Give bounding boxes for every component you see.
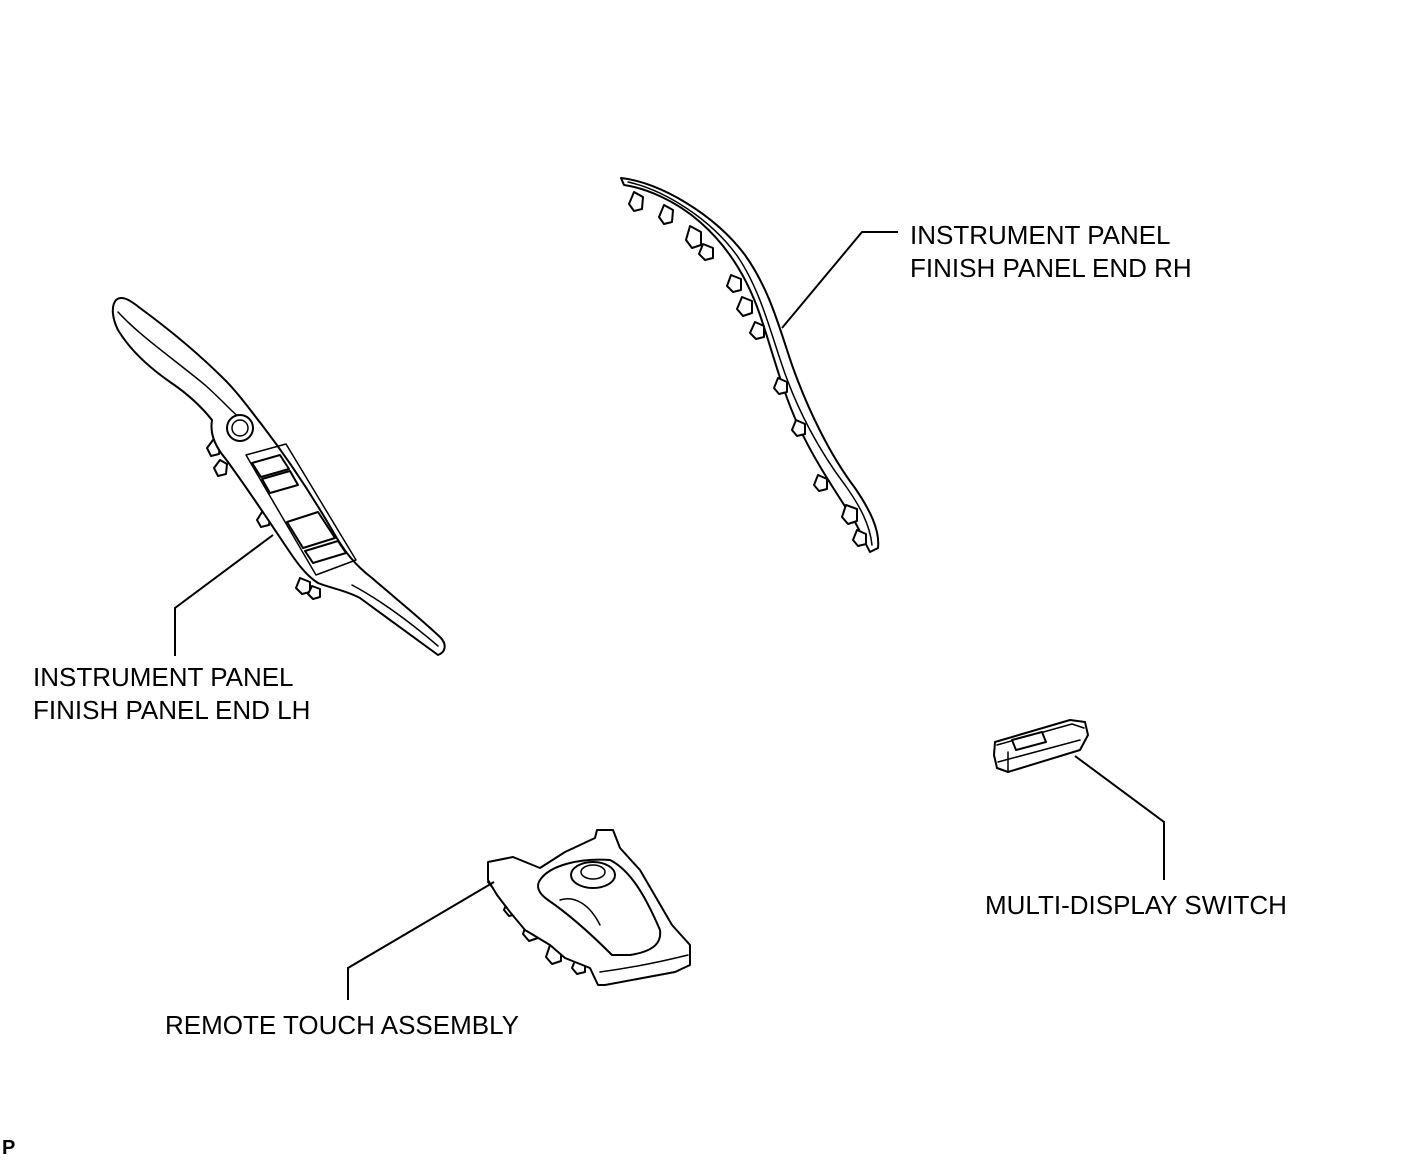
rh-clip <box>749 321 765 340</box>
leader-line-remote-touch <box>347 881 495 1000</box>
lh-panel-knob-ring <box>226 414 254 442</box>
switch-bottom-edge <box>997 739 1081 763</box>
label-remote-touch-assembly: REMOTE TOUCH ASSEMBLY <box>165 1010 519 1040</box>
remote-touch-pad <box>537 858 662 956</box>
lh-panel-edge-line <box>117 311 241 419</box>
multi-display-switch <box>993 719 1089 773</box>
rh-panel-body <box>620 177 880 553</box>
lh-clip <box>307 585 321 600</box>
lh-panel-tail-line <box>351 584 439 647</box>
rh-clip <box>813 474 828 492</box>
label-finish-panel-end-lh: INSTRUMENT PANEL FINISH PANEL END LH <box>33 662 310 725</box>
finish-panel-end-lh <box>111 297 446 656</box>
label-line: REMOTE TOUCH ASSEMBLY <box>165 1010 519 1040</box>
label-line: INSTRUMENT PANEL <box>910 220 1171 250</box>
label-line: INSTRUMENT PANEL <box>33 662 294 692</box>
rh-clip <box>698 243 714 261</box>
rh-clip <box>736 296 753 317</box>
lh-clip <box>213 459 228 477</box>
corner-mark: P <box>2 1137 15 1159</box>
label-line: FINISH PANEL END LH <box>33 695 310 725</box>
rh-clip <box>726 274 742 293</box>
switch-body <box>993 719 1089 773</box>
leader-line-rh <box>781 231 898 329</box>
leader-line-lh <box>174 534 274 656</box>
lh-switch-button <box>286 511 336 549</box>
lh-switch-button <box>261 470 299 494</box>
remote-touch-assembly <box>487 829 691 986</box>
label-line: MULTI-DISPLAY SWITCH <box>985 890 1287 920</box>
remote-touch-knob <box>570 861 616 889</box>
rh-panel-edge-line <box>627 181 873 546</box>
leader-line-multi-display <box>1074 755 1165 880</box>
rh-clip <box>658 204 674 225</box>
lh-switch-button <box>304 540 347 564</box>
lh-clip <box>295 577 311 595</box>
rh-clip <box>841 504 858 525</box>
lh-switch-button <box>251 454 290 478</box>
label-multi-display-switch: MULTI-DISPLAY SWITCH <box>985 890 1287 920</box>
rh-clip <box>791 419 806 437</box>
lh-switch-frame <box>245 443 357 576</box>
remote-touch-knob-top <box>580 864 606 880</box>
label-line: FINISH PANEL END RH <box>910 253 1192 283</box>
rh-clip <box>773 377 788 395</box>
rh-clip <box>852 529 867 547</box>
rh-clip <box>628 191 644 212</box>
finish-panel-end-rh <box>620 177 880 553</box>
rh-panel-clips <box>628 191 867 547</box>
switch-button <box>1011 731 1047 751</box>
remote-touch-rim <box>599 954 689 973</box>
remote-touch-pad-groove <box>559 898 601 926</box>
label-finish-panel-end-rh: INSTRUMENT PANEL FINISH PANEL END RH <box>910 220 1192 283</box>
lh-panel-knob <box>231 419 249 437</box>
rh-clip <box>685 225 702 249</box>
